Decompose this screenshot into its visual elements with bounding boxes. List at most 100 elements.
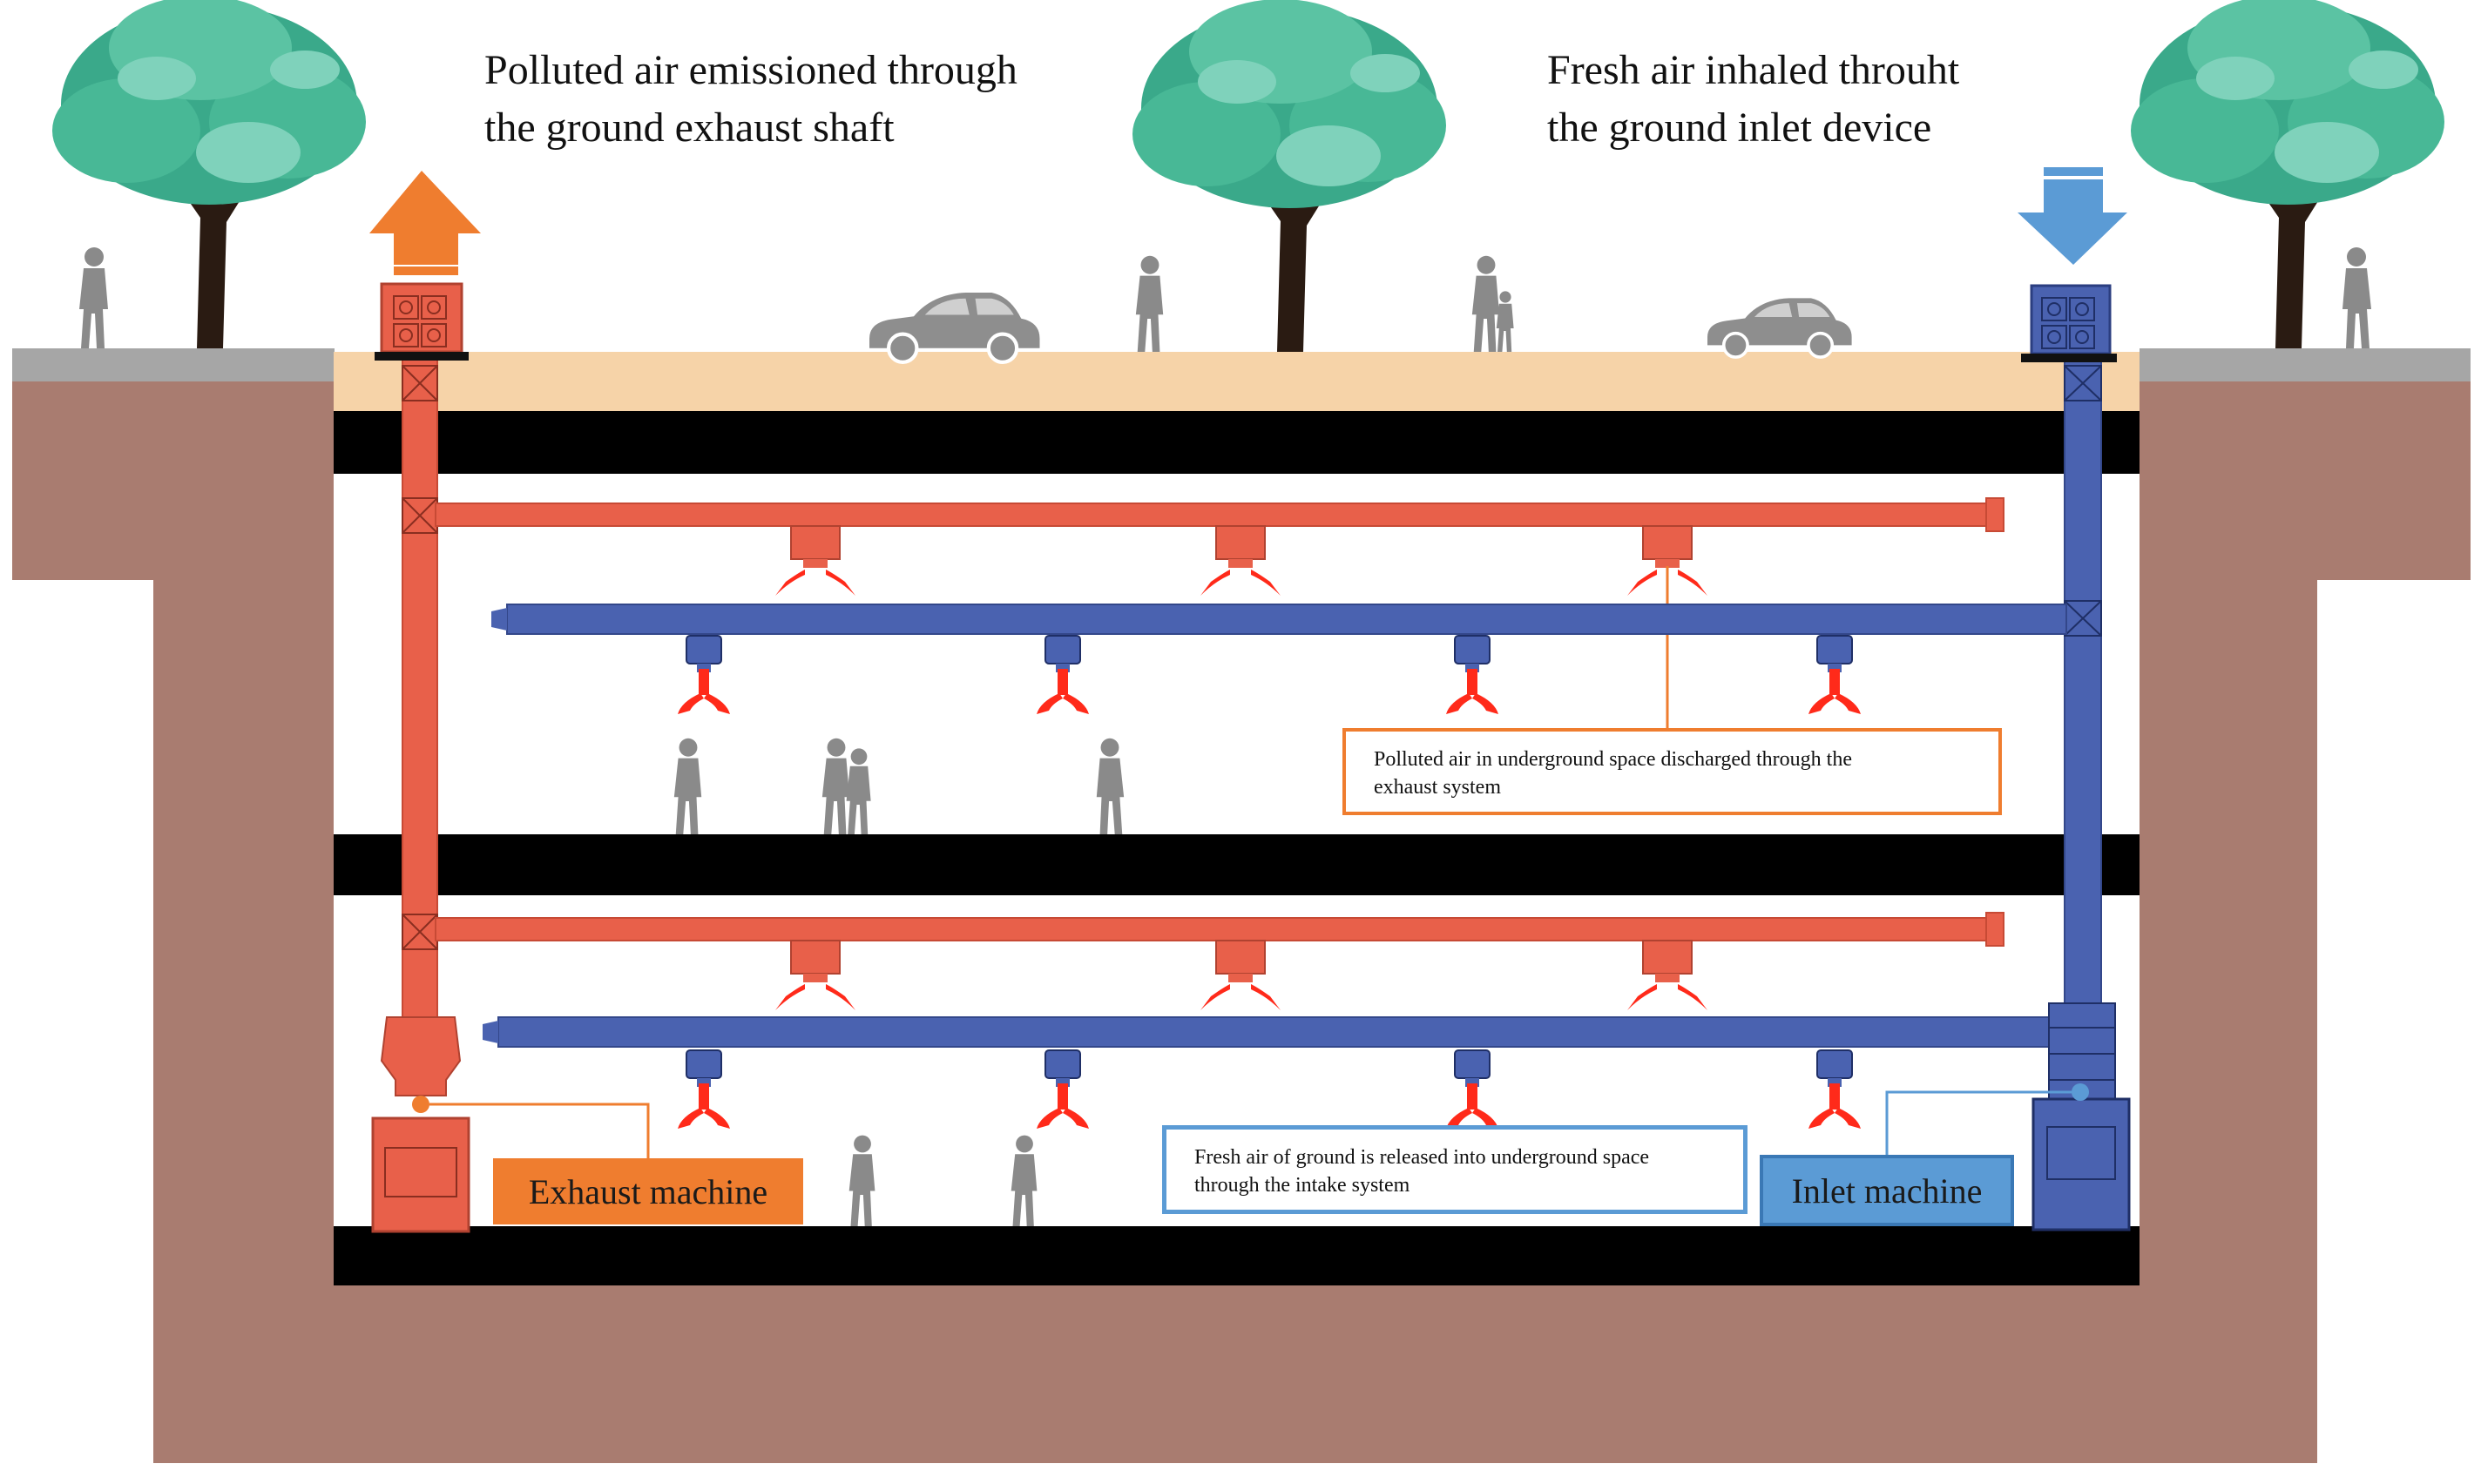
damper-cross — [402, 497, 438, 534]
intake-diffuser — [1044, 635, 1081, 664]
air-flow-arrow — [1627, 570, 1657, 596]
exhaust-machine-dot — [412, 1096, 429, 1113]
polluted-air-note-line1: Polluted air in underground space discha… — [1374, 748, 1852, 771]
intake-duct — [506, 604, 2067, 635]
intake-duct — [497, 1016, 2067, 1048]
vent-grille — [2041, 297, 2067, 321]
middle-slab — [334, 834, 2140, 895]
air-flow-arrow — [1200, 570, 1230, 596]
intake-diffuser-neck — [1056, 664, 1070, 672]
exhaust-outlet — [790, 525, 841, 560]
fan-icon — [2047, 302, 2061, 316]
exhaust-outlet — [1215, 940, 1266, 975]
down-arrow-icon — [2018, 179, 2127, 265]
damper-cross — [2064, 600, 2102, 637]
fan-icon — [399, 300, 413, 314]
inlet-caption: Fresh air inhaled throuht the ground inl… — [1547, 42, 1959, 157]
intake-diffuser — [1816, 635, 1853, 664]
exhaust-outlet — [1642, 525, 1693, 560]
air-flow-arrow — [1200, 984, 1230, 1010]
vent-grille — [393, 323, 419, 347]
inlet-leader-line — [1885, 1090, 2072, 1155]
inlet-fan-ribs — [2049, 1027, 2115, 1081]
pedestrian-icon — [1496, 291, 1514, 352]
fresh-air-note: Fresh air of ground is released into und… — [1162, 1125, 1748, 1214]
fresh-air-note-line1: Fresh air of ground is released into und… — [1194, 1146, 1650, 1169]
air-flow-arrow — [1627, 984, 1657, 1010]
inlet-machine-dot — [2072, 1083, 2089, 1101]
exhaust-leader-line — [429, 1103, 650, 1158]
air-flow-arrow — [775, 984, 805, 1010]
intake-diffuser-neck — [1828, 664, 1842, 672]
tree-icon-right — [2131, 0, 2444, 348]
down-arrow-base — [2044, 167, 2103, 176]
intake-diffuser-neck — [697, 1078, 711, 1087]
intake-diffuser — [686, 635, 722, 664]
vent-grille — [421, 295, 447, 320]
polluted-air-note-line2: exhaust system — [1374, 776, 1501, 799]
vent-grille — [2069, 297, 2095, 321]
tree-icon-center — [1132, 0, 1446, 352]
exhaust-duct — [435, 917, 1987, 941]
duct-end-cap — [1985, 912, 2004, 947]
exhaust-machine-label: Exhaust machine — [493, 1158, 803, 1224]
intake-diffuser — [686, 1049, 722, 1079]
exhaust-outlet-neck — [1228, 559, 1253, 568]
fresh-air-note-line2: through the intake system — [1194, 1174, 1410, 1197]
left-pavement — [12, 348, 335, 381]
intake-diffuser-neck — [1465, 664, 1479, 672]
pedestrian-icon — [1471, 255, 1500, 352]
exhaust-fan-housing — [380, 1016, 462, 1096]
intake-diffuser — [1454, 635, 1491, 664]
intake-diffuser-neck — [1056, 1078, 1070, 1087]
exhaust-outlet — [1642, 940, 1693, 975]
vent-grille — [2069, 325, 2095, 349]
pedestrian-icon — [2342, 247, 2371, 348]
polluted-air-note: Polluted air in underground space discha… — [1342, 728, 2002, 815]
exhaust-machine-body — [371, 1116, 470, 1233]
vent-base — [375, 352, 469, 361]
pedestrian-icon — [79, 247, 108, 348]
air-flow-arrow — [1251, 570, 1281, 596]
intake-diffuser-neck — [1465, 1078, 1479, 1087]
up-arrow-base — [394, 266, 458, 275]
car-icon — [1706, 296, 1854, 359]
intake-diffuser — [1454, 1049, 1491, 1079]
duct-end-cap — [1985, 497, 2004, 532]
damper-cross — [402, 914, 438, 950]
ground-band — [334, 352, 2140, 413]
exhaust-outlet-neck — [803, 559, 828, 568]
air-flow-arrow — [1678, 570, 1707, 596]
fan-icon — [2047, 330, 2061, 344]
air-flow-arrow — [1251, 984, 1281, 1010]
inlet-machine-text: Inlet machine — [1791, 1170, 1983, 1211]
air-flow-arrow — [826, 570, 855, 596]
duct-end-cap — [491, 608, 507, 631]
fan-icon — [2075, 302, 2089, 316]
pedestrian-icon — [1135, 255, 1164, 352]
inlet-caption-line2: the ground inlet device — [1547, 105, 1932, 151]
exhaust-caption: Polluted air emissioned through the grou… — [484, 42, 1017, 157]
vent-grille — [2041, 325, 2067, 349]
vent-grille — [421, 323, 447, 347]
exhaust-caption-line1: Polluted air emissioned through — [484, 47, 1017, 93]
exhaust-outlet — [790, 940, 841, 975]
fan-icon — [427, 300, 441, 314]
bottom-slab — [334, 1226, 2140, 1285]
inlet-machine-panel — [2046, 1126, 2116, 1180]
exhaust-duct — [435, 503, 1987, 527]
soil-body — [12, 381, 2471, 1463]
duct-end-cap — [483, 1021, 498, 1043]
exhaust-outlet — [1215, 525, 1266, 560]
intake-shaft — [2064, 358, 2102, 1056]
damper-cross — [402, 365, 438, 401]
exhaust-outlet-neck — [1228, 974, 1253, 982]
top-slab — [334, 411, 2140, 474]
vent-base — [2021, 354, 2117, 362]
car-icon — [869, 293, 1040, 362]
exhaust-outlet-neck — [1655, 559, 1680, 568]
inlet-fan-housing — [2048, 1002, 2116, 1100]
exhaust-caption-line2: the ground exhaust shaft — [484, 105, 895, 151]
exhaust-machine-panel — [384, 1147, 457, 1197]
